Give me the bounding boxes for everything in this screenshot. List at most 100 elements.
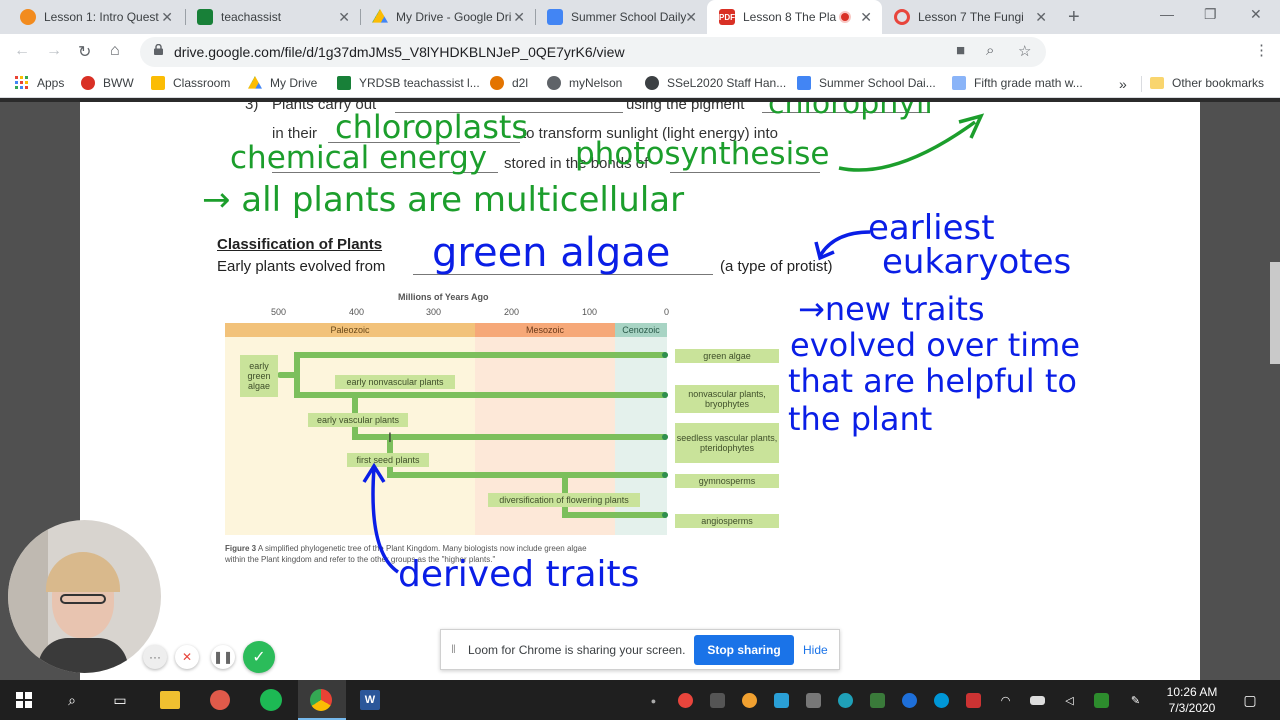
back-icon[interactable]: ← — [14, 42, 30, 59]
node-early-green-algae: early green algae — [240, 355, 278, 397]
lock-icon — [154, 44, 163, 55]
bookmark-mynelson[interactable]: myNelson — [547, 76, 622, 90]
word-icon[interactable]: W — [360, 690, 380, 710]
volume-icon[interactable]: ◁ — [1065, 695, 1074, 707]
microphone-icon[interactable]: ● — [650, 695, 657, 706]
bookmark-fifth-grade-math[interactable]: Fifth grade math w... — [952, 76, 1083, 90]
bluetooth-icon[interactable] — [902, 693, 917, 708]
bookmark-label: SSeL2020 Staff Han... — [667, 76, 787, 90]
close-tab-icon[interactable]: ✕ — [685, 9, 697, 25]
bookmark-label: Summer School Dai... — [819, 76, 936, 90]
edge-icon[interactable] — [838, 693, 853, 708]
axis-tick: 400 — [349, 307, 365, 317]
task-view-icon[interactable]: ▭ — [113, 691, 127, 708]
tab-favicon — [20, 9, 36, 25]
close-tab-icon[interactable]: ✕ — [161, 9, 173, 25]
close-tab-icon[interactable]: ✕ — [513, 9, 525, 25]
drag-handle-icon[interactable]: ‖ — [451, 642, 456, 656]
security-shield-icon[interactable] — [870, 693, 885, 708]
tray-app-icon[interactable] — [774, 693, 789, 708]
stop-sharing-button[interactable]: Stop sharing — [694, 635, 794, 665]
tab-lesson7[interactable]: Lesson 7 The Fungi✕ — [882, 0, 1057, 34]
zoom-icon[interactable]: ⌕ — [986, 42, 995, 59]
caption-text: A simplified phylogenetic tree of the Pl… — [225, 544, 587, 564]
camera-icon[interactable]: ■ — [956, 42, 966, 59]
recording-icon — [839, 11, 851, 23]
search-icon[interactable]: ⌕ — [68, 691, 76, 708]
caption-label: Figure 3 — [225, 544, 257, 553]
address-bar[interactable]: drive.google.com/file/d/1g37dmJMs5_V8lYH… — [140, 37, 1046, 67]
tray-app-icon[interactable] — [966, 693, 981, 708]
windows-start-icon[interactable] — [12, 688, 36, 712]
share-message: Loom for Chrome is sharing your screen. — [468, 643, 686, 657]
handwritten-helpful: that are helpful to — [788, 362, 1077, 400]
pdf-viewer[interactable]: 3) Plants carry out using the pigment in… — [0, 102, 1280, 680]
file-explorer-icon[interactable] — [160, 691, 180, 709]
question-text: stored in the bonds of — [504, 155, 649, 172]
pen-icon[interactable]: ✎ — [1130, 695, 1141, 707]
bookmark-star-icon[interactable]: ☆ — [1018, 43, 1032, 60]
onedrive-icon[interactable] — [806, 693, 821, 708]
loom-more-button[interactable]: ··· — [143, 645, 167, 669]
tray-app-icon[interactable] — [742, 693, 757, 708]
close-tab-icon[interactable]: ✕ — [860, 9, 872, 25]
bookmark-label: BWW — [103, 76, 134, 90]
bookmark-bww[interactable]: BWW — [81, 76, 134, 90]
bookmark-summer-school[interactable]: Summer School Dai... — [797, 76, 936, 90]
text-cursor-icon: I — [388, 429, 392, 445]
handwritten-chloroplasts: chloroplasts — [335, 108, 529, 146]
other-bookmarks[interactable]: Other bookmarks — [1150, 76, 1264, 90]
close-tab-icon[interactable]: ✕ — [1035, 9, 1047, 25]
d2l-icon — [490, 76, 504, 90]
axis-tick: 100 — [582, 307, 598, 317]
new-tab-button[interactable]: + — [1068, 6, 1080, 28]
webcam-bubble[interactable] — [8, 520, 161, 673]
bookmark-classroom[interactable]: Classroom — [151, 76, 230, 90]
bookmark-my-drive[interactable]: My Drive — [248, 76, 317, 90]
tab-lesson1[interactable]: Lesson 1: Intro Quest✕ — [8, 0, 183, 34]
loom-finish-button[interactable]: ✓ — [243, 641, 275, 673]
evolved-from-text: Early plants evolved from — [217, 258, 386, 275]
bookmark-label: Fifth grade math w... — [974, 76, 1083, 90]
tray-app-icon[interactable] — [710, 693, 725, 708]
tab-my-drive[interactable]: My Drive - Google Dri✕ — [360, 0, 535, 34]
chrome-icon[interactable] — [310, 689, 332, 711]
tab-summer-school[interactable]: Summer School Daily✕ — [535, 0, 707, 34]
forward-icon[interactable]: → — [46, 42, 62, 59]
bookmark-teachassist[interactable]: YRDSB teachassist l... — [337, 76, 480, 90]
tray-app-icon[interactable] — [1094, 693, 1109, 708]
close-window-button[interactable]: ✕ — [1250, 6, 1262, 22]
wifi-icon[interactable]: ◠ — [1000, 695, 1011, 707]
loom-cancel-button[interactable]: ✕ — [175, 645, 199, 669]
bookmark-d2l[interactable]: d2l — [490, 76, 528, 90]
scrollbar-thumb[interactable] — [1270, 262, 1280, 364]
handwritten-evolved-over-time: evolved over time — [790, 326, 1081, 364]
hp-icon[interactable] — [934, 693, 949, 708]
tab-teachassist[interactable]: teachassist ✕ — [185, 0, 360, 34]
bookmark-apps[interactable]: Apps — [15, 76, 64, 90]
notifications-icon[interactable]: ▢ — [1243, 691, 1257, 708]
home-icon[interactable]: ⌂ — [110, 42, 120, 59]
hide-button[interactable]: Hide — [803, 643, 828, 657]
reload-icon[interactable]: ↻ — [78, 44, 92, 61]
battery-icon[interactable] — [1030, 696, 1045, 705]
bookmark-ssel2020[interactable]: SSeL2020 Staff Han... — [645, 76, 786, 90]
spotify-icon[interactable] — [260, 689, 282, 711]
paint-icon[interactable] — [210, 690, 230, 710]
close-tab-icon[interactable]: ✕ — [338, 9, 350, 25]
loom-tray-icon[interactable] — [678, 693, 693, 708]
bww-icon — [81, 76, 95, 90]
bookmark-label: My Drive — [270, 76, 318, 90]
tab-title: teachassist — [221, 10, 282, 24]
drive-icon — [248, 76, 262, 89]
more-bookmarks-button[interactable]: » — [1119, 76, 1127, 92]
bookmark-label: Classroom — [173, 76, 231, 90]
restore-button[interactable]: ❐ — [1204, 6, 1217, 22]
loom-pause-button[interactable]: ❚❚ — [211, 645, 235, 669]
menu-kebab-icon[interactable]: ⋮ — [1254, 42, 1269, 59]
minimize-button[interactable]: — — [1160, 6, 1174, 22]
tree-branches — [277, 352, 668, 518]
